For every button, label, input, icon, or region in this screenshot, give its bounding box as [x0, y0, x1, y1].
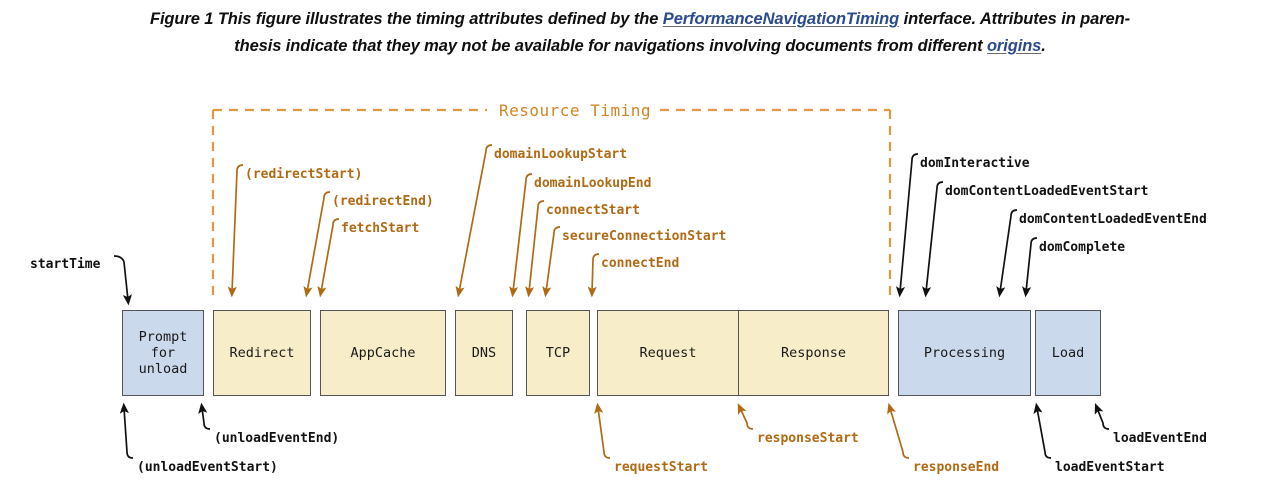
label-dom-complete: domComplete — [1039, 240, 1126, 255]
caption-line-1: Figure 1 This figure illustrates the tim… — [150, 10, 1130, 28]
label-response-start: responseStart — [757, 431, 859, 446]
phase-box-response: Response — [739, 310, 889, 396]
phase-box-tcp: TCP — [526, 310, 590, 396]
label-unload-event-start: (unloadEventStart) — [137, 460, 278, 475]
leader-dcl-end — [996, 209, 1018, 298]
leader-request-start — [594, 402, 611, 459]
label-unload-event-end: (unloadEventEnd) — [214, 431, 340, 446]
phase-box-appcache: AppCache — [320, 310, 446, 396]
figure-caption: Figure 1 This figure illustrates the tim… — [0, 6, 1280, 60]
caption-line-2: thesis indicate that they may not be ava… — [234, 37, 1046, 55]
leader-start-time — [113, 255, 132, 306]
phase-box-dns: DNS — [455, 310, 513, 396]
leader-dom-complete — [1021, 237, 1038, 298]
label-secure-connection-start: secureConnectionStart — [562, 229, 727, 244]
leader-domain-lookup-end — [509, 173, 533, 298]
label-fetch-start: fetchStart — [341, 221, 420, 236]
phase-box-processing: Processing — [898, 310, 1031, 396]
leader-redirect-end — [303, 191, 331, 298]
leader-response-start — [737, 403, 754, 430]
performance-navigation-timing-link[interactable]: PerformanceNavigationTiming — [662, 10, 900, 28]
label-load-event-end: loadEventEnd — [1113, 431, 1207, 446]
phase-label: Response — [780, 345, 847, 361]
label-redirect-start: (redirectStart) — [245, 167, 363, 182]
leader-secure-connection-start — [542, 226, 561, 298]
leader-connect-start — [525, 200, 545, 298]
label-dom-content-loaded-event-start: domContentLoadedEventStart — [945, 184, 1149, 199]
label-start-time: startTime — [30, 257, 101, 272]
phase-label: Request — [639, 345, 697, 361]
leader-dom-interactive — [895, 153, 919, 298]
leader-unload-event-start — [119, 402, 134, 459]
label-connect-start: connectStart — [546, 203, 640, 218]
phase-label: TCP — [545, 345, 571, 361]
leader-load-event-start — [1033, 402, 1052, 459]
caption-line2-suffix: . — [1041, 37, 1046, 55]
phase-label: AppCache — [350, 345, 416, 361]
label-request-start: requestStart — [614, 460, 708, 475]
phase-box-load: Load — [1035, 310, 1101, 396]
leader-fetch-start — [317, 218, 340, 298]
label-response-end: responseEnd — [913, 460, 1000, 475]
caption-middle: interface. Attributes in paren- — [899, 10, 1131, 28]
phase-box-redirect: Redirect — [213, 310, 311, 396]
label-domain-lookup-end: domainLookupEnd — [534, 176, 652, 191]
phase-box-prompt-for-unload: Prompt for unload — [122, 310, 204, 396]
leader-connect-end — [587, 253, 600, 298]
leader-load-event-end — [1094, 402, 1110, 430]
phase-label: Processing — [923, 345, 1006, 361]
phase-label: Load — [1051, 345, 1085, 361]
leader-unload-event-end — [198, 402, 211, 430]
caption-line2-prefix: thesis indicate that they may not be ava… — [234, 37, 987, 55]
label-load-event-start: loadEventStart — [1055, 460, 1165, 475]
label-redirect-end: (redirectEnd) — [332, 194, 434, 209]
resource-timing-bracket-label: Resource Timing — [492, 101, 658, 120]
caption-prefix: Figure 1 This figure illustrates the tim… — [149, 10, 663, 28]
leader-dcl-start — [922, 181, 944, 298]
label-dom-content-loaded-event-end: domContentLoadedEventEnd — [1019, 212, 1207, 227]
leader-redirect-start — [227, 164, 244, 298]
leader-domain-lookup-start — [455, 144, 493, 298]
phase-label: DNS — [471, 345, 497, 361]
leader-response-end — [887, 402, 910, 459]
phase-label: Prompt for unload — [138, 329, 188, 377]
origins-link[interactable]: origins — [986, 37, 1042, 55]
phase-label: Redirect — [229, 345, 295, 361]
label-connect-end: connectEnd — [601, 256, 680, 271]
label-domain-lookup-start: domainLookupStart — [494, 147, 628, 162]
phase-box-request: Request — [597, 310, 739, 396]
label-dom-interactive: domInteractive — [920, 156, 1030, 171]
